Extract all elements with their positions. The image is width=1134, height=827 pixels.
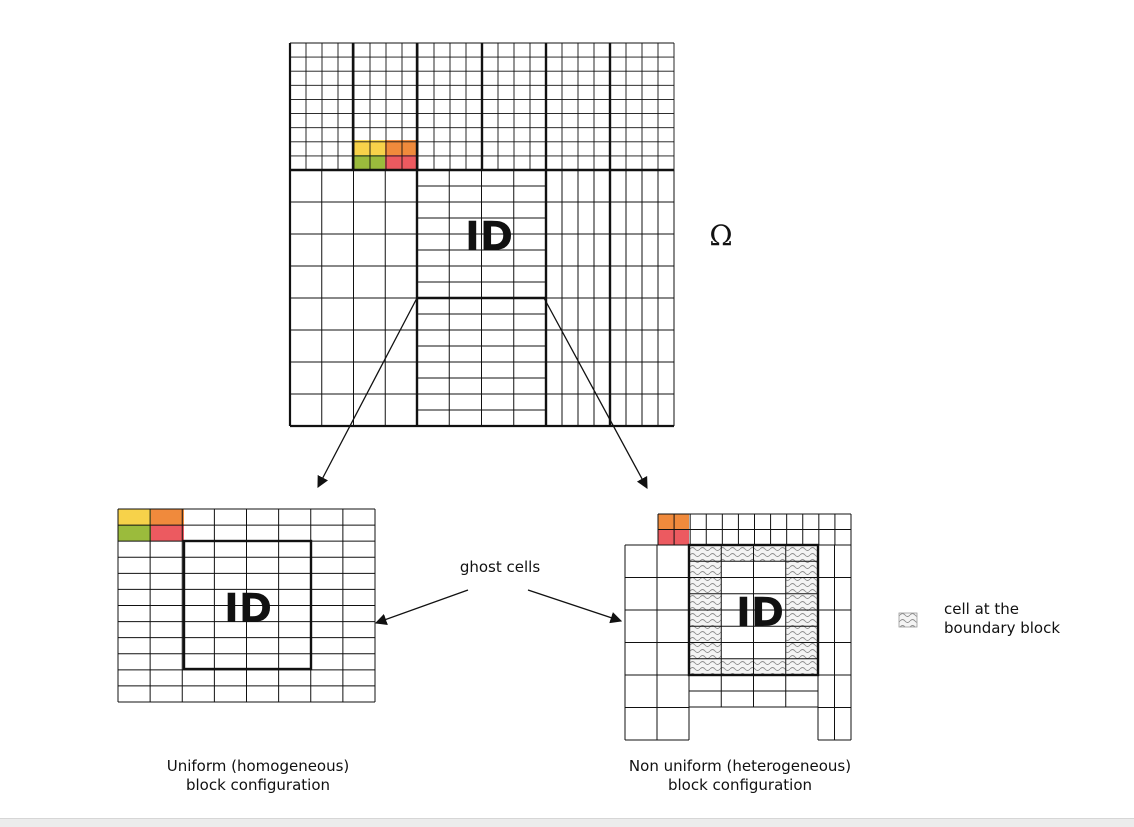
boundary-cell [689, 610, 722, 627]
arrow-ghost-left [374, 589, 469, 625]
boundary-cell [689, 545, 722, 562]
ghost-cell-orange [673, 514, 689, 530]
ghost-cell-orange [151, 509, 184, 525]
uniform-block-id: ID [224, 586, 272, 632]
uniform-caption-line1: Uniform (homogeneous) [166, 757, 350, 775]
zoom-arrows [317, 297, 648, 625]
uniform-caption-line2: block configuration [185, 776, 331, 794]
domain-omega-symbol: Ω [709, 219, 732, 252]
boundary-cell [689, 593, 722, 610]
ghost-cell-red [673, 530, 689, 545]
boundary-cell [721, 658, 754, 675]
ghost-cell-yellow [353, 140, 369, 155]
boundary-cell [785, 561, 818, 578]
ghost-cell-red [151, 525, 184, 541]
ghost-cell-red [385, 155, 401, 170]
ghost-cell-orange [401, 140, 417, 155]
boundary-cell [689, 658, 722, 675]
boundary-cell [785, 658, 818, 675]
nonuniform-caption: Non uniform (heterogeneous) block config… [580, 757, 900, 795]
domain-grid [288, 42, 675, 428]
nonuniform-caption-line1: Non uniform (heterogeneous) [628, 757, 852, 775]
arrow-ghost-right [527, 589, 623, 624]
uniform-block [117, 508, 376, 703]
ghost-cell-yellow [369, 140, 385, 155]
ghost-cell-green [353, 155, 369, 170]
ghost-cell-green [118, 525, 151, 541]
nonuniform-block [624, 513, 852, 741]
nonuniform-block-id: ID [736, 590, 784, 636]
boundary-cell [785, 593, 818, 610]
boundary-cell [689, 642, 722, 659]
boundary-cell [753, 545, 786, 562]
ghost-cell-orange [385, 140, 401, 155]
ghost-cell-red [401, 155, 417, 170]
boundary-cell [721, 545, 754, 562]
boundary-legend-text: cell at the boundary block [944, 600, 1074, 638]
domain-block-id: ID [465, 214, 513, 260]
boundary-cell [785, 577, 818, 594]
boundary-cell [785, 642, 818, 659]
boundary-cell [689, 561, 722, 578]
ghost-cell-orange [658, 514, 673, 530]
boundary-cell [753, 658, 786, 675]
boundary-cell [785, 626, 818, 643]
boundary-cell [689, 577, 722, 594]
nonuniform-caption-line2: block configuration [667, 776, 813, 794]
ghost-cells-label: ghost cells [459, 558, 541, 576]
ghost-cell-green [369, 155, 385, 170]
interior-block-boundary [182, 539, 313, 671]
ghost-cell-red [658, 530, 673, 545]
interior-block-boundary [687, 543, 820, 677]
arrow-to-nonuniform [543, 297, 648, 490]
uniform-caption: Uniform (homogeneous) block configuratio… [118, 757, 398, 795]
boundary-legend-line1: cell at the [944, 600, 1020, 618]
boundary-cell [785, 545, 818, 562]
ghost-cell-yellow [118, 509, 151, 525]
boundary-legend-line2: boundary block [944, 619, 1061, 637]
boundary-cell [785, 610, 818, 627]
window-bottom-edge [0, 818, 1134, 827]
boundary-cell-legend-icon [898, 612, 918, 628]
boundary-cell [689, 626, 722, 643]
arrow-to-uniform [317, 297, 418, 489]
